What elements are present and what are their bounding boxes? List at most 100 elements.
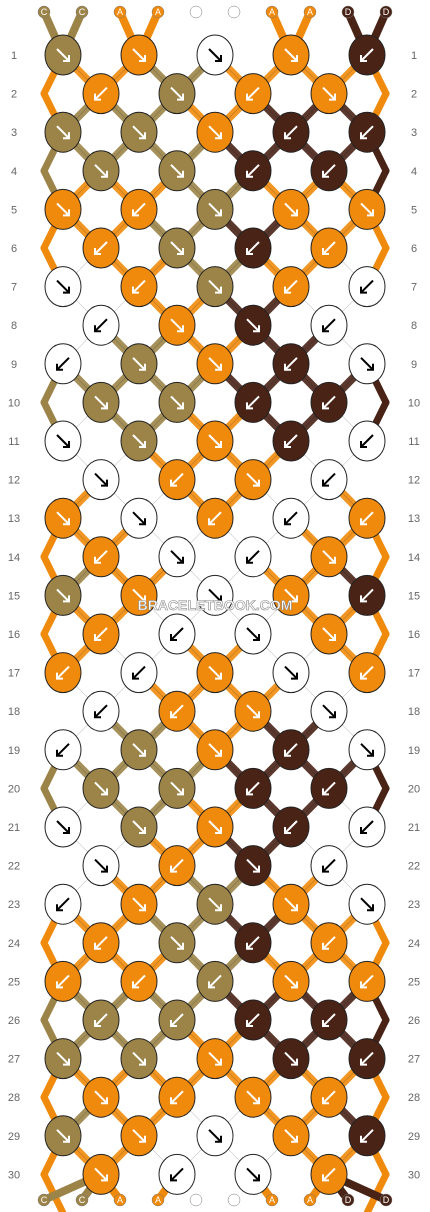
arrow-down-left-icon xyxy=(246,164,260,178)
strand-label-top: B xyxy=(193,7,199,17)
arrow-down-right-icon xyxy=(284,202,298,217)
arrow-down-right-icon xyxy=(94,164,108,178)
strand-label-badge xyxy=(379,5,393,19)
arrow-head-icon xyxy=(63,286,70,294)
arrow-head-icon xyxy=(132,981,139,989)
arrow-head-icon xyxy=(177,942,184,950)
arrow-head-icon xyxy=(246,248,253,255)
arrow-down-left-icon xyxy=(56,357,70,371)
arrow-head-icon xyxy=(94,556,101,564)
strand-label-bottom: A xyxy=(307,1195,313,1205)
arrow-head-icon xyxy=(246,1020,253,1027)
arrow-down-right-icon xyxy=(56,511,70,525)
arrow-down-left-icon xyxy=(360,511,374,525)
strand-label-badge xyxy=(189,1193,203,1207)
arrow-down-right-icon xyxy=(246,472,260,487)
strand-label-bottom: C xyxy=(41,1195,48,1205)
arrow-down-right-icon xyxy=(284,665,298,680)
strand-label-badge xyxy=(265,5,279,19)
strand-label-badge xyxy=(265,1193,279,1207)
arrow-down-left-icon xyxy=(246,395,260,410)
strand-label-badge xyxy=(189,5,203,19)
arrow-down-right-icon xyxy=(56,434,70,448)
arrow-down-right-icon xyxy=(170,936,184,950)
arrow-down-right-icon xyxy=(170,86,184,101)
row-number-left: 13 xyxy=(8,513,20,525)
arrow-down-right-icon xyxy=(56,125,70,139)
row-number-left: 9 xyxy=(11,359,17,371)
arrow-head-icon xyxy=(170,1020,177,1027)
arrow-head-icon xyxy=(94,325,101,333)
row-number-right: 16 xyxy=(408,629,420,641)
arrow-head-icon xyxy=(139,827,146,834)
arrow-down-left-icon xyxy=(322,395,336,410)
arrow-down-right-icon xyxy=(170,241,184,255)
arrow-down-left-icon xyxy=(246,86,260,101)
strand-label-badge xyxy=(75,1193,89,1207)
arrow-head-icon xyxy=(322,1097,329,1105)
arrow-down-left-icon xyxy=(360,588,374,603)
row-number-left: 22 xyxy=(8,861,20,873)
strand-label-badge xyxy=(37,1193,51,1207)
row-number-right: 22 xyxy=(408,861,420,873)
arrow-down-right-icon xyxy=(132,511,146,525)
row-number-left: 17 xyxy=(8,668,20,680)
arrow-head-icon xyxy=(101,1174,108,1182)
arrow-down-left-icon xyxy=(322,781,336,796)
arrow-head-icon xyxy=(246,942,253,950)
arrow-head-icon xyxy=(291,55,298,62)
arrow-head-icon xyxy=(291,595,298,603)
arrow-head-icon xyxy=(132,286,139,294)
arrow-down-left-icon xyxy=(322,1013,336,1027)
arrow-down-left-icon xyxy=(322,241,336,255)
row-number-left: 24 xyxy=(8,938,20,950)
arrow-down-right-icon xyxy=(284,48,298,62)
strand-label-top: A xyxy=(269,7,275,17)
arrow-head-icon xyxy=(177,556,184,564)
arrow-head-icon xyxy=(360,981,367,989)
arrow-head-icon xyxy=(56,904,63,912)
arrow-head-icon xyxy=(139,749,146,757)
arrow-head-icon xyxy=(215,672,222,680)
arrow-down-left-icon xyxy=(94,550,108,564)
arrow-down-right-icon xyxy=(132,588,146,603)
arrow-down-right-icon xyxy=(170,164,184,178)
row-number-left: 28 xyxy=(8,1092,20,1104)
arrow-head-icon xyxy=(139,904,146,912)
arrow-down-right-icon xyxy=(360,743,374,757)
row-number-right: 15 xyxy=(408,590,420,602)
arrow-down-left-icon xyxy=(56,897,70,911)
arrow-down-left-icon xyxy=(284,434,298,448)
arrow-down-left-icon xyxy=(322,858,336,873)
arrow-down-right-icon xyxy=(132,434,146,448)
arrow-head-icon xyxy=(329,93,336,101)
arrow-down-right-icon xyxy=(246,1167,260,1182)
arrow-head-icon xyxy=(253,711,260,719)
arrow-head-icon xyxy=(284,518,291,526)
arrow-head-icon xyxy=(215,55,222,62)
strand-label-badge xyxy=(379,1193,393,1207)
arrow-head-icon xyxy=(215,363,222,371)
arrow-head-icon xyxy=(246,556,253,564)
arrow-down-left-icon xyxy=(132,665,146,680)
arrow-head-icon xyxy=(208,518,215,526)
arrow-down-right-icon xyxy=(132,1051,146,1066)
arrow-head-icon xyxy=(360,132,367,140)
arrow-head-icon xyxy=(246,788,253,796)
row-number-right: 14 xyxy=(408,552,420,564)
row-number-left: 2 xyxy=(11,89,17,101)
row-number-right: 2 xyxy=(411,89,417,101)
arrow-head-icon xyxy=(291,1058,298,1066)
strand-label-top: D xyxy=(383,7,390,17)
arrow-head-icon xyxy=(139,55,146,62)
arrow-down-right-icon xyxy=(284,1051,298,1066)
row-number-right: 8 xyxy=(411,320,417,332)
arrow-down-left-icon xyxy=(246,781,260,796)
arrow-head-icon xyxy=(177,788,184,796)
row-number-left: 18 xyxy=(8,706,20,718)
arrow-head-icon xyxy=(246,93,253,101)
arrow-down-left-icon xyxy=(360,48,374,62)
row-number-right: 13 xyxy=(408,513,420,525)
arrow-down-right-icon xyxy=(56,1129,70,1143)
